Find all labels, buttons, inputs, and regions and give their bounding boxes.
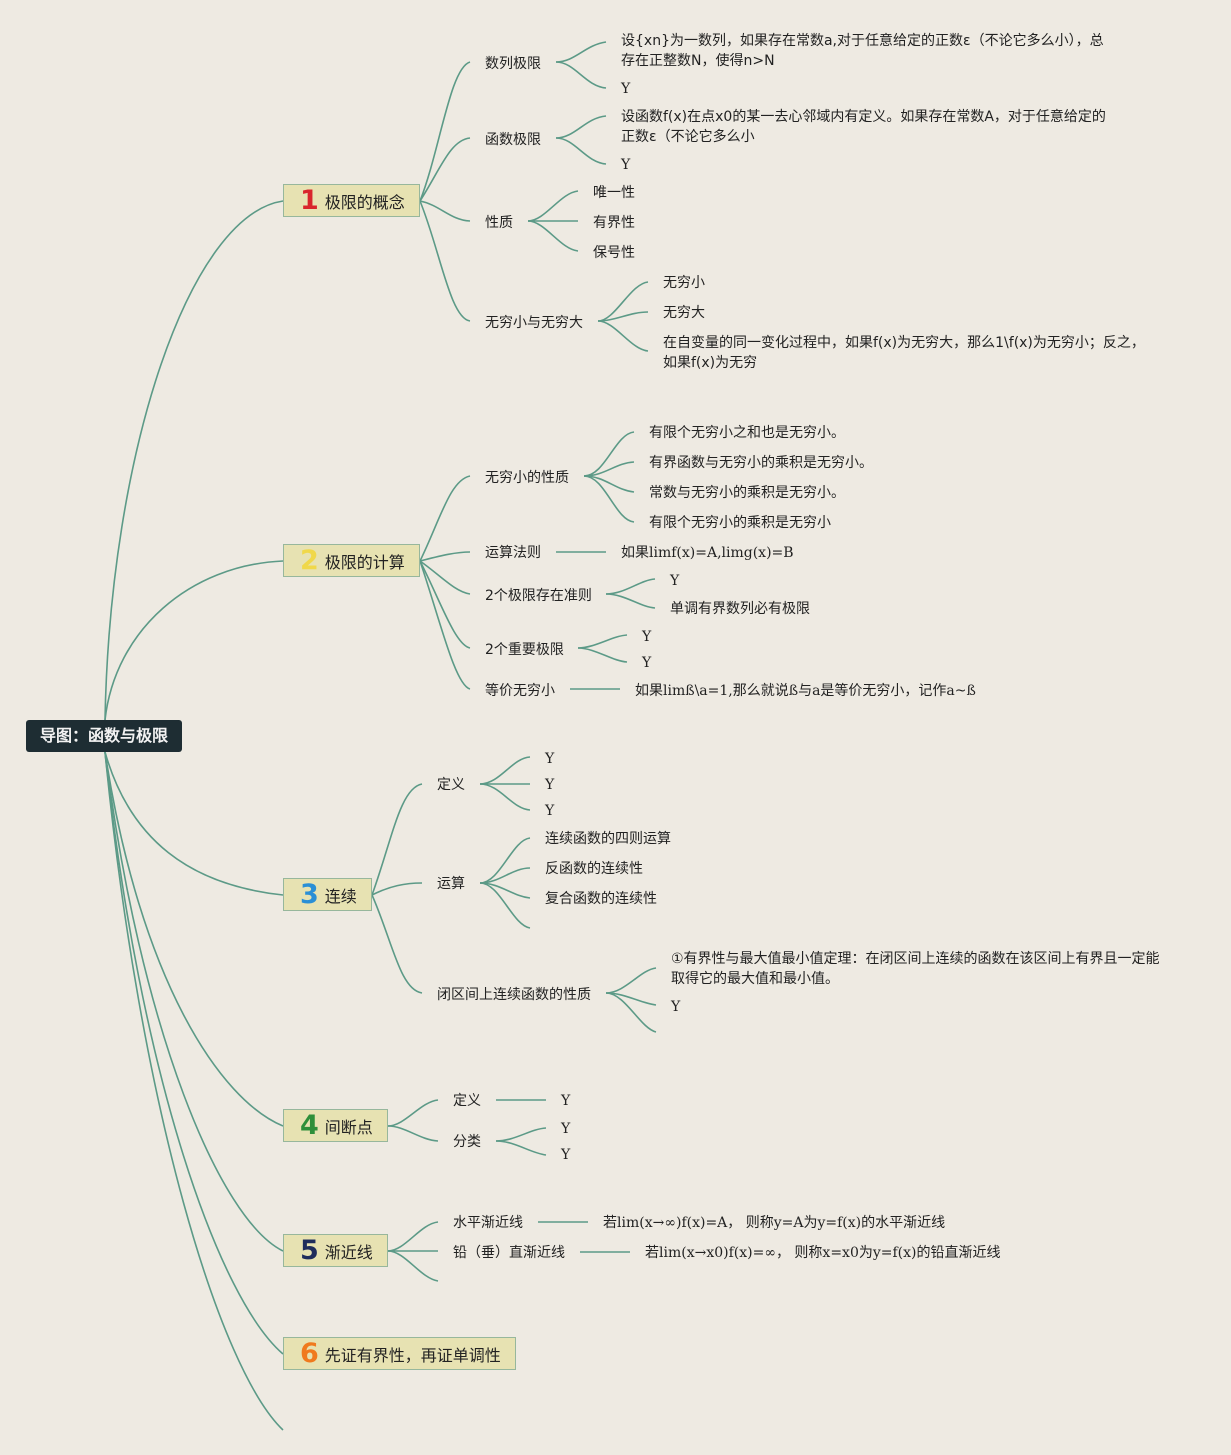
subtopic-classification[interactable]: 分类 bbox=[453, 1134, 481, 1150]
topic-label: 渐近线 bbox=[324, 1242, 373, 1262]
number-4-icon: 4 bbox=[300, 1110, 319, 1141]
topic-discontinuity[interactable]: 4 间断点 bbox=[283, 1109, 388, 1142]
subtopic-equivalent-infinitesimal[interactable]: 等价无穷小 bbox=[485, 683, 555, 699]
leaf-text[interactable]: 单调有界数列必有极限 bbox=[670, 601, 810, 617]
number-5-icon: 5 bbox=[300, 1235, 319, 1266]
topic-limit-concept[interactable]: 1 极限的概念 bbox=[283, 184, 420, 217]
number-2-icon: 2 bbox=[300, 545, 319, 576]
topic-asymptote[interactable]: 5 渐近线 bbox=[283, 1234, 388, 1267]
leaf-text[interactable]: 若lim(x→x0)f(x)=∞， 则称x=x0为y=f(x)的铅直渐近线 bbox=[645, 1245, 1001, 1261]
leaf-text[interactable]: Y bbox=[642, 655, 652, 671]
subtopic-existence-criteria[interactable]: 2个极限存在准则 bbox=[485, 588, 592, 604]
number-1-icon: 1 bbox=[300, 185, 319, 216]
leaf-text[interactable]: 设函数f(x)在点x0的某一去心邻域内有定义。如果存在常数A，对于任意给定的正数… bbox=[621, 109, 1106, 145]
leaf-text[interactable]: 唯一性 bbox=[593, 185, 635, 201]
leaf-text[interactable]: 有界函数与无穷小的乘积是无穷小。 bbox=[649, 455, 873, 471]
leaf-text[interactable]: Y bbox=[545, 803, 555, 819]
topic-limit-calculation[interactable]: 2 极限的计算 bbox=[283, 544, 420, 577]
subtopic-closed-interval-properties[interactable]: 闭区间上连续函数的性质 bbox=[437, 987, 591, 1003]
subtopic-properties[interactable]: 性质 bbox=[485, 215, 513, 231]
topic-label: 间断点 bbox=[324, 1117, 373, 1137]
leaf-text[interactable]: 反函数的连续性 bbox=[545, 861, 643, 877]
leaf-text[interactable]: 复合函数的连续性 bbox=[545, 891, 657, 907]
subtopic-operations[interactable]: 运算 bbox=[437, 876, 465, 892]
leaf-text[interactable]: 保号性 bbox=[593, 245, 635, 261]
subtopic-operation-rules[interactable]: 运算法则 bbox=[485, 545, 541, 561]
subtopic-sequence-limit[interactable]: 数列极限 bbox=[485, 56, 541, 72]
leaf-text[interactable]: Y bbox=[671, 999, 681, 1015]
leaf-text[interactable]: 无穷大 bbox=[663, 305, 705, 321]
topic-continuity[interactable]: 3 连续 bbox=[283, 878, 372, 911]
leaf-text[interactable]: 无穷小 bbox=[663, 275, 705, 291]
subtopic-function-limit[interactable]: 函数极限 bbox=[485, 132, 541, 148]
leaf-text[interactable]: 如果limß\a=1,那么就说ß与a是等价无穷小，记作a~ß bbox=[635, 683, 976, 699]
leaf-text[interactable]: 如果limf(x)=A,limg(x)=B bbox=[621, 545, 794, 561]
number-6-icon: 6 bbox=[300, 1338, 319, 1369]
leaf-text[interactable]: Y bbox=[545, 751, 555, 767]
leaf-text[interactable]: Y bbox=[621, 81, 631, 97]
leaf-text[interactable]: 设{xn}为一数列，如果存在常数a,对于任意给定的正数ε（不论它多么小），总存在… bbox=[621, 33, 1104, 69]
topic-label: 极限的计算 bbox=[324, 552, 405, 572]
leaf-text[interactable]: ①有界性与最大值最小值定理：在闭区间上连续的函数在该区间上有界且一定能取得它的最… bbox=[671, 951, 1160, 987]
number-3-icon: 3 bbox=[300, 879, 319, 910]
leaf-text[interactable]: Y bbox=[545, 777, 555, 793]
subtopic-infinitesimal-properties[interactable]: 无穷小的性质 bbox=[485, 470, 569, 486]
leaf-text[interactable]: 在自变量的同一变化过程中，如果f(x)为无穷大，那么1\f(x)为无穷小；反之，… bbox=[663, 335, 1145, 371]
subtopic-important-limits[interactable]: 2个重要极限 bbox=[485, 642, 564, 658]
topic-label: 极限的概念 bbox=[324, 192, 405, 212]
leaf-text[interactable]: 有限个无穷小的乘积是无穷小 bbox=[649, 515, 831, 531]
leaf-text[interactable]: Y bbox=[561, 1093, 571, 1109]
root-node[interactable]: 导图：函数与极限 bbox=[26, 720, 182, 752]
topic-label: 先证有界性，再证单调性 bbox=[324, 1345, 501, 1365]
subtopic-definition[interactable]: 定义 bbox=[437, 777, 465, 793]
subtopic-vertical-asymptote[interactable]: 铅（垂）直渐近线 bbox=[453, 1245, 565, 1261]
subtopic-horizontal-asymptote[interactable]: 水平渐近线 bbox=[453, 1215, 523, 1231]
leaf-text[interactable]: 连续函数的四则运算 bbox=[545, 831, 671, 847]
leaf-text[interactable]: Y bbox=[561, 1147, 571, 1163]
leaf-text[interactable]: 有限个无穷小之和也是无穷小。 bbox=[649, 425, 845, 441]
leaf-text[interactable]: 有界性 bbox=[593, 215, 635, 231]
leaf-text[interactable]: Y bbox=[642, 629, 652, 645]
leaf-text[interactable]: 常数与无穷小的乘积是无穷小。 bbox=[649, 485, 845, 501]
leaf-text[interactable]: Y bbox=[561, 1121, 571, 1137]
topic-boundedness-monotonicity[interactable]: 6 先证有界性，再证单调性 bbox=[283, 1337, 516, 1370]
subtopic-infinitesimal-infinity[interactable]: 无穷小与无穷大 bbox=[485, 315, 583, 331]
topic-label: 连续 bbox=[324, 886, 357, 906]
leaf-text[interactable]: Y bbox=[621, 157, 631, 173]
subtopic-definition[interactable]: 定义 bbox=[453, 1093, 481, 1109]
leaf-text[interactable]: 若lim(x→∞)f(x)=A， 则称y=A为y=f(x)的水平渐近线 bbox=[603, 1215, 946, 1231]
leaf-text[interactable]: Y bbox=[670, 573, 680, 589]
